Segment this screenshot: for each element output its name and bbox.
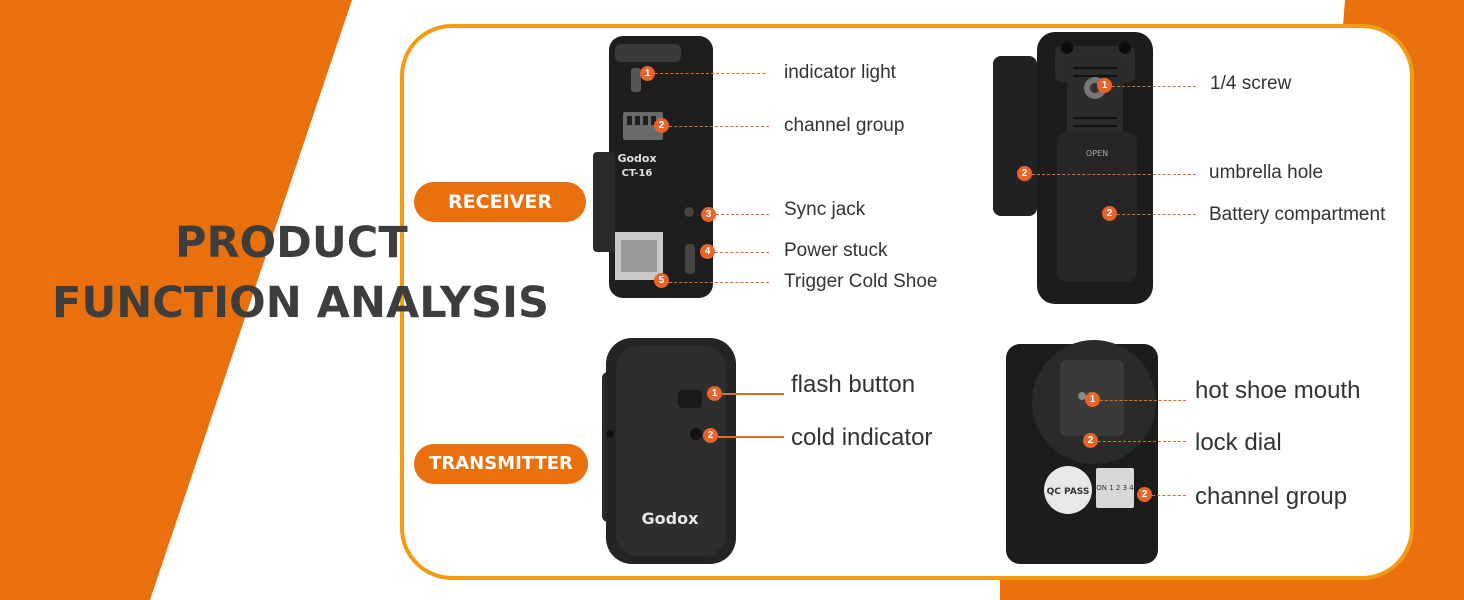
product-panel: [400, 24, 1414, 580]
marker-cold-indicator: 2: [703, 428, 718, 443]
receiver-section-label: RECEIVER: [414, 182, 586, 222]
label-indicator-light: indicator light: [784, 62, 896, 83]
label-quarter-screw: 1/4 screw: [1210, 73, 1292, 94]
marker-flash-button: 1: [707, 386, 722, 401]
leader-line: [1098, 441, 1186, 442]
transmitter-front-image: Godox: [602, 338, 736, 564]
leader-line: [718, 436, 784, 438]
transmitter-back-image: QC PASS ON 1 2 3 4: [1006, 340, 1158, 564]
qc-sticker-text: QC PASS: [1047, 487, 1090, 497]
transmitter-section-label: TRANSMITTER: [414, 444, 588, 484]
label-hot-shoe-mouth: hot shoe mouth: [1195, 377, 1361, 404]
receiver-brand: Godox: [617, 152, 656, 165]
label-battery-compartment: Battery compartment: [1209, 204, 1386, 225]
marker-power-stuck: 4: [700, 244, 715, 259]
label-umbrella-hole: umbrella hole: [1209, 162, 1324, 183]
leader-line: [1100, 400, 1186, 401]
headline-line1: PRODUCT: [175, 218, 408, 268]
leader-line: [715, 252, 769, 253]
battery-cover-text: OPEN: [1086, 149, 1108, 158]
marker-hot-shoe-mouth: 1: [1085, 392, 1100, 407]
dip-switch-text: ON 1 2 3 4: [1096, 484, 1134, 492]
leader-line: [669, 126, 769, 127]
leader-line: [655, 73, 765, 74]
label-flash-button: flash button: [791, 371, 916, 398]
marker-indicator-light: 1: [640, 66, 655, 81]
receiver-model: CT-16: [622, 168, 653, 179]
marker-sync-jack: 3: [701, 207, 716, 222]
label-lock-dial: lock dial: [1195, 429, 1282, 456]
marker-channel-group-transmitter: 2: [1137, 487, 1152, 502]
leader-line: [1032, 174, 1196, 175]
leader-line: [1112, 86, 1196, 87]
label-channel-group-transmitter: channel group: [1195, 483, 1348, 510]
marker-channel-group: 2: [654, 118, 669, 133]
leader-line: [722, 393, 784, 395]
marker-trigger-cold-shoe: 5: [654, 273, 669, 288]
marker-quarter-screw: 1: [1097, 78, 1112, 93]
label-sync-jack: Sync jack: [784, 199, 866, 220]
marker-umbrella-hole: 2: [1017, 166, 1032, 181]
marker-battery-compartment: 2: [1102, 206, 1117, 221]
receiver-front-image: Godox CT-16: [593, 36, 713, 298]
label-channel-group: channel group: [784, 115, 905, 136]
leader-line: [716, 214, 769, 215]
receiver-back-image: OPEN: [993, 32, 1153, 304]
leader-line: [1117, 214, 1196, 215]
headline-line2: FUNCTION ANALYSIS: [52, 278, 549, 328]
label-trigger-cold-shoe: Trigger Cold Shoe: [784, 271, 938, 292]
leader-line: [669, 282, 769, 283]
leader-line: [1152, 495, 1186, 496]
transmitter-brand: Godox: [642, 509, 700, 528]
label-cold-indicator: cold indicator: [791, 424, 933, 451]
marker-lock-dial: 2: [1083, 433, 1098, 448]
label-power-stuck: Power stuck: [784, 240, 888, 261]
